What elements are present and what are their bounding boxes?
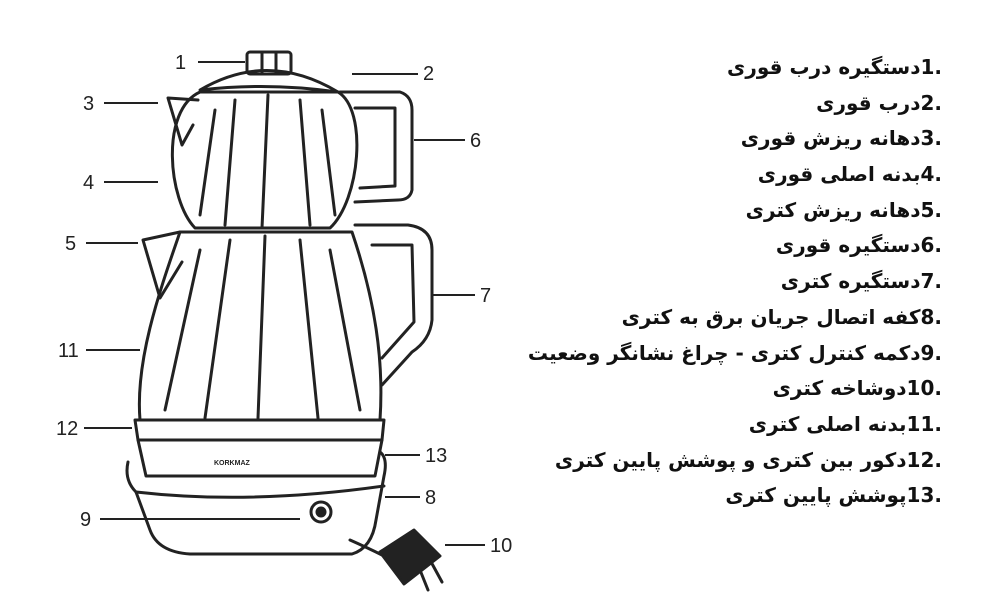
legend-number: 6. — [920, 233, 942, 258]
parts-legend: 1.دستگیره درب قوری 2.درب قوری 3.دهانه ری… — [502, 50, 942, 514]
legend-item: 3.دهانه ریزش قوری — [502, 121, 942, 157]
callout-5: 5 — [65, 233, 76, 255]
legend-number: 1. — [920, 55, 942, 79]
samovar-kettle-diagram: KORKMAZ 1 2 3 4 5 6 7 8 9 10 11 12 13 — [56, 50, 512, 592]
legend-number: 5. — [920, 197, 942, 222]
legend-item: 11.بدنه اصلی کتری — [502, 407, 942, 443]
legend-item: 9.دکمه کنترل کتری - چراغ نشانگر وضعیت — [502, 336, 942, 372]
kettle-spout — [141, 230, 184, 300]
legend-text: دستگیره قوری — [775, 233, 921, 258]
kettle-handle — [353, 223, 434, 387]
callout-12: 12 — [56, 418, 78, 440]
legend-item: 5.دهانه ریزش کتری — [502, 193, 942, 229]
legend-text: دستگیره درب قوری — [727, 55, 921, 79]
kettle-decor-ring — [133, 418, 386, 442]
legend-text: پوشش پایین کتری — [725, 483, 907, 508]
brand-label: KORKMAZ — [214, 460, 250, 467]
power-base — [125, 450, 387, 556]
legend-item: 12.دکور بین کتری و پوشش پایین کتری — [502, 443, 942, 479]
legend-item: 4.بدنه اصلی قوری — [502, 157, 942, 193]
teapot-handle — [338, 90, 414, 204]
legend-item: 1.دستگیره درب قوری — [502, 50, 942, 86]
legend-item: 7.دستگیره کتری — [502, 264, 942, 300]
callout-6: 6 — [470, 130, 481, 152]
callout-3: 3 — [83, 93, 94, 115]
legend-number: 2. — [920, 90, 942, 115]
callout-11: 11 — [58, 340, 79, 362]
callout-1: 1 — [175, 52, 186, 74]
legend-text: دکور بین کتری و پوشش پایین کتری — [554, 447, 907, 472]
legend-number: 4. — [920, 162, 942, 187]
legend-text: دهانه ریزش قوری — [740, 126, 921, 151]
callout-13: 13 — [425, 445, 447, 467]
legend-number: 8. — [920, 304, 942, 329]
legend-text: بدنه اصلی قوری — [757, 162, 921, 187]
legend-item: 8.کفه اتصال جریان برق به کتری — [502, 300, 942, 336]
legend-text: دهانه ریزش کتری — [745, 197, 921, 222]
legend-item: 2.درب قوری — [502, 86, 942, 122]
teapot-spout — [166, 96, 200, 147]
legend-text: دستگیره کتری — [780, 269, 921, 294]
legend-number: 11. — [906, 411, 942, 436]
legend-number: 13. — [906, 483, 942, 508]
legend-text: درب قوری — [816, 90, 921, 115]
callout-8: 8 — [425, 487, 436, 509]
legend-number: 7. — [920, 269, 942, 294]
legend-text: بدنه اصلی کتری — [748, 411, 907, 436]
legend-text: کفه اتصال جریان برق به کتری — [621, 304, 921, 329]
callout-9: 9 — [80, 509, 91, 531]
legend-item: 10.دوشاخه کتری — [502, 371, 942, 407]
control-knob — [309, 500, 333, 524]
power-plug — [348, 528, 444, 592]
callout-2: 2 — [423, 63, 434, 85]
legend-item: 13.پوشش پایین کتری — [502, 478, 942, 514]
callout-10: 10 — [490, 535, 512, 557]
legend-text: دکمه کنترل کتری - چراغ نشانگر وضعیت — [527, 340, 921, 365]
legend-number: 3. — [920, 126, 942, 151]
callout-7: 7 — [480, 285, 491, 307]
legend-number: 10. — [906, 376, 942, 401]
legend-number: 9. — [920, 340, 942, 365]
legend-text: دوشاخه کتری — [772, 376, 907, 401]
kettle-lower-cover — [136, 438, 384, 478]
legend-number: 12. — [906, 447, 942, 472]
legend-item: 6.دستگیره قوری — [502, 228, 942, 264]
callout-4: 4 — [83, 172, 94, 194]
